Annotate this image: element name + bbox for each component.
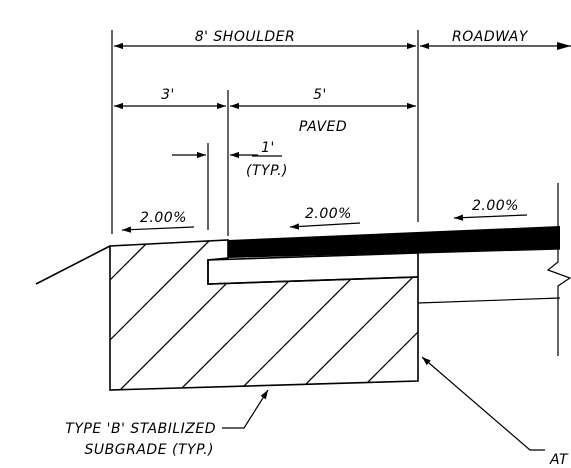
roadway-label: ROADWAY: [452, 29, 529, 45]
callout-line-1: TYPE 'B' STABILIZED: [65, 421, 216, 437]
dimension-3ft: 3': [114, 87, 226, 110]
slope-arrow-left: 2.00%: [121, 210, 195, 233]
callout-right-label: AT: [549, 452, 569, 468]
roadway-arrowhead-right: [557, 42, 571, 50]
offset-label: 1': [261, 140, 275, 156]
callout-subgrade: TYPE 'B' STABILIZED SUBGRADE (TYP.): [65, 389, 269, 458]
slope-right-label: 2.00%: [472, 198, 519, 214]
side-slope-line: [35, 245, 111, 285]
paved-label: PAVED: [299, 119, 347, 135]
dimension-5ft: 5' PAVED: [230, 87, 416, 135]
asphalt-pavement: [228, 226, 560, 258]
callout-line-2: SUBGRADE (TYP.): [85, 442, 214, 458]
slope-arrow-right: 2.00%: [453, 198, 528, 221]
base-course: [207, 252, 419, 285]
slope-arrow-middle: 2.00%: [289, 206, 361, 230]
slope-left-label: 2.00%: [140, 210, 187, 226]
left-width-label: 3': [161, 87, 175, 103]
callout-right: AT: [421, 356, 569, 468]
dimension-1ft-offset: 1' (TYP.): [172, 140, 288, 179]
break-line: [546, 183, 571, 356]
shoulder-label: 8' SHOULDER: [195, 29, 296, 45]
extension-lines: [111, 30, 419, 236]
base-course-top-right: [417, 248, 561, 254]
dimension-roadway: ROADWAY: [420, 29, 571, 50]
slope-mid-label: 2.00%: [305, 206, 352, 222]
dimension-shoulder: 8' SHOULDER: [114, 29, 416, 50]
base-course-bottom-right: [417, 297, 561, 304]
right-width-label: 5': [313, 87, 327, 103]
typical-label: (TYP.): [246, 163, 288, 179]
